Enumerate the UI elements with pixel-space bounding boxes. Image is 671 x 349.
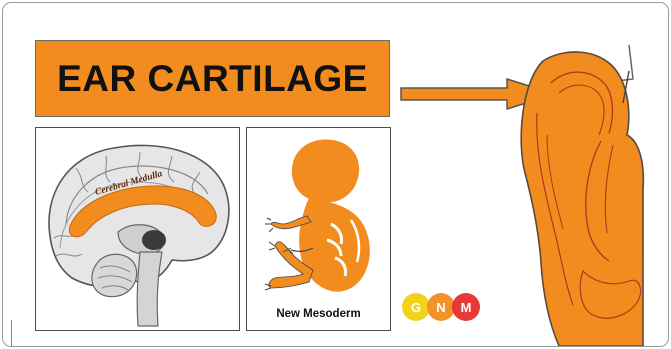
embryo-label: New Mesoderm [247, 308, 390, 320]
slide-title: EAR CARTILAGE [57, 58, 368, 100]
embryo-panel: New Mesoderm [246, 127, 391, 331]
ear-icon [503, 43, 668, 346]
embryo-icon [247, 128, 390, 303]
divider-line [11, 320, 12, 346]
logo-letter-m: M [461, 300, 472, 315]
brain-icon: Cerebral Medulla [36, 128, 239, 330]
logo-letter-g: G [411, 300, 421, 315]
logo-letter-n: N [436, 300, 445, 315]
gnm-logo: G N M [401, 292, 487, 322]
brain-panel: Cerebral Medulla [35, 127, 240, 331]
title-box: EAR CARTILAGE [35, 40, 390, 117]
